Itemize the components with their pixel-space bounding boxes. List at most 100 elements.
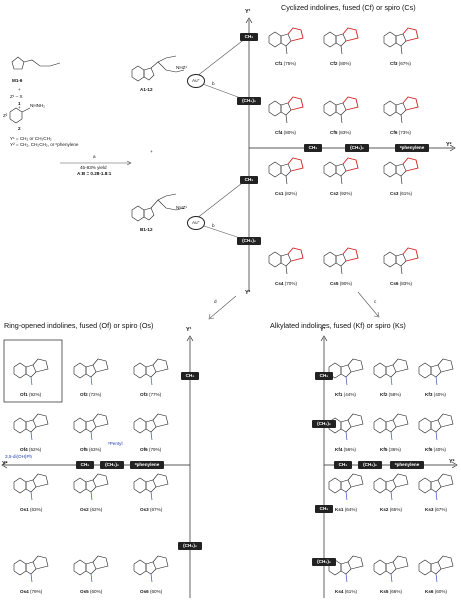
alkylated-section-title: Alkylated indolines, fused (Kf) or spiro… — [270, 321, 406, 330]
hydrazine-structure — [9, 107, 31, 124]
compound-id: Cs1 — [275, 191, 284, 196]
compound-id: Cs3 — [390, 191, 399, 196]
step-d-label: d — [214, 299, 217, 304]
axis-box-br-x-phenylene: ᵒphenylene — [390, 461, 424, 469]
axis-box-bl-ch2: CH₂ — [181, 372, 199, 380]
gold-catalyst-b: Au⁺ — [187, 216, 205, 230]
compound-label-of1: Of1 (92%) — [20, 392, 41, 398]
compound-yield: (90%) — [338, 281, 352, 286]
compound-id: Os4 — [20, 589, 29, 594]
of4-substituent: 3,5-di(OH)Ph — [5, 454, 33, 459]
compound-yield: (72%) — [87, 392, 102, 397]
compound-id: Kf2 — [380, 392, 388, 397]
structure-kf2 — [373, 358, 409, 386]
structure-os3 — [133, 473, 169, 501]
structure-cs2 — [323, 157, 359, 185]
axis-box-br-x-ch2: CH₂ — [334, 461, 352, 469]
compound-label-os4: Os4 (79%) — [20, 589, 43, 595]
compound-label-cs5: Cs5 (90%) — [330, 281, 352, 287]
compound-id: Os6 — [140, 589, 149, 594]
compound-yield: (75%) — [282, 61, 296, 66]
compound-yield: (61%) — [343, 589, 357, 594]
compound-label-ks1: Ks1 (64%) — [335, 507, 357, 513]
compound-yield: (67%) — [148, 507, 163, 512]
reagent-2-z: Z² — [3, 113, 8, 118]
axis-box-bl-ch2-2: (CH₂)₂ — [178, 542, 202, 550]
compound-id: Of5 — [80, 447, 88, 452]
structure-cs5 — [323, 247, 359, 275]
compound-label-of5: Of5 (63%) — [80, 447, 102, 453]
compound-label-kf2: Kf2 (58%) — [380, 392, 401, 398]
axis-box-br-x-ch2-2: (CH₂)₂ — [358, 461, 382, 469]
compound-yield: (77%) — [147, 392, 162, 397]
compound-id: Ks2 — [380, 507, 389, 512]
structure-of6 — [133, 413, 169, 441]
compound-id: Ks1 — [335, 507, 344, 512]
compound-label-ks3: Ks3 (67%) — [425, 507, 447, 513]
axis-box-bl-x-ch2: CH₂ — [76, 461, 94, 469]
compound-label-kf1: Kf1 (44%) — [335, 392, 356, 398]
compound-label-cs6: Cs6 (83%) — [390, 281, 412, 287]
structure-cs1 — [268, 157, 304, 185]
axis-box-x-phenylene: ᵒphenylene — [395, 144, 429, 152]
compound-label-cf3: Cf3 (67%) — [390, 61, 411, 67]
of5-substituent: ᵖPentyl — [108, 441, 123, 446]
compound-id: Kf6 — [425, 447, 433, 452]
compound-id: Cs4 — [275, 281, 284, 286]
compound-yield: (40%) — [432, 392, 446, 397]
compound-label-cs4: Cs4 (70%) — [275, 281, 297, 287]
structure-kf6 — [418, 413, 454, 441]
compound-yield: (79%) — [28, 589, 43, 594]
y1-axis-label-bottom: Y¹ — [245, 290, 251, 296]
compound-label-kf6: Kf6 (40%) — [425, 447, 446, 453]
structure-cf5 — [323, 96, 359, 124]
axis-box-x-ch2: CH₂ — [304, 144, 322, 152]
ring-opened-section-title: Ring-opened indolines, fused (Of) or spi… — [4, 321, 154, 330]
compound-label-of4: Of4 (52%) — [20, 447, 41, 453]
axis-box-ch2-mid: CH₂ — [240, 176, 258, 184]
compound-id: Of3 — [140, 392, 148, 397]
a-intermediate-label: A1-12 — [140, 87, 153, 92]
compound-label-cs1: Cs1 (82%) — [275, 191, 297, 197]
compound-yield: (62%) — [88, 507, 103, 512]
y2-axis-label-left: Y² — [2, 461, 8, 467]
compound-label-os3: Os3 (67%) — [140, 507, 163, 513]
compound-yield: (80%) — [282, 130, 296, 135]
y1-axis-label-br: Y¹ — [320, 327, 326, 333]
compound-yield: (61%) — [398, 191, 412, 196]
structure-ks6 — [418, 555, 454, 583]
reagent-1-id: 1 — [18, 101, 21, 106]
compound-label-kf3: Kf3 (40%) — [425, 392, 446, 398]
compound-label-cs3: Cs3 (61%) — [390, 191, 412, 197]
compound-yield: (63%) — [87, 447, 102, 452]
axis-box-br-ch2-2: (CH₂)₂ — [312, 420, 336, 428]
reagent-2-id: 2 — [18, 126, 21, 131]
compound-yield: (36%) — [387, 447, 401, 452]
axis-box-br-ch2: CH₂ — [315, 372, 333, 380]
compound-yield: (70%) — [283, 281, 297, 286]
structure-os2 — [73, 473, 109, 501]
axis-box-br-ch2-b: CH₂ — [315, 505, 333, 513]
compound-id: Kf3 — [425, 392, 433, 397]
compound-id: Ks6 — [425, 589, 434, 594]
compound-id: Of4 — [20, 447, 28, 452]
axis-box-ch2-2-top: (CH₂)₂ — [237, 97, 261, 105]
structure-kf3 — [418, 358, 454, 386]
structure-kf5 — [373, 413, 409, 441]
compound-id: Kf1 — [335, 392, 343, 397]
compound-label-of3: Of3 (77%) — [140, 392, 162, 398]
structure-cs6 — [383, 247, 419, 275]
compound-yield: (60%) — [148, 589, 163, 594]
compound-id: Cf3 — [390, 61, 398, 66]
axis-box-ch2-2-mid: (CH₂)₂ — [237, 237, 261, 245]
structure-of3 — [133, 358, 169, 386]
compound-label-ks2: Ks2 (65%) — [380, 507, 402, 513]
structure-ks2 — [373, 473, 409, 501]
cyclized-section-title: Cyclized indolines, fused (Cf) or spiro … — [281, 3, 416, 12]
compound-label-cf2: Cf2 (80%) — [330, 61, 351, 67]
y2-definition: Y² = CH₂, CH₂CH₂, or ᵒphenylene — [10, 142, 79, 147]
compound-yield: (40%) — [432, 447, 446, 452]
compound-id: Of1 — [20, 392, 28, 397]
compound-label-ks6: Ks6 (60%) — [425, 589, 447, 595]
compound-label-os2: Os2 (62%) — [80, 507, 103, 513]
